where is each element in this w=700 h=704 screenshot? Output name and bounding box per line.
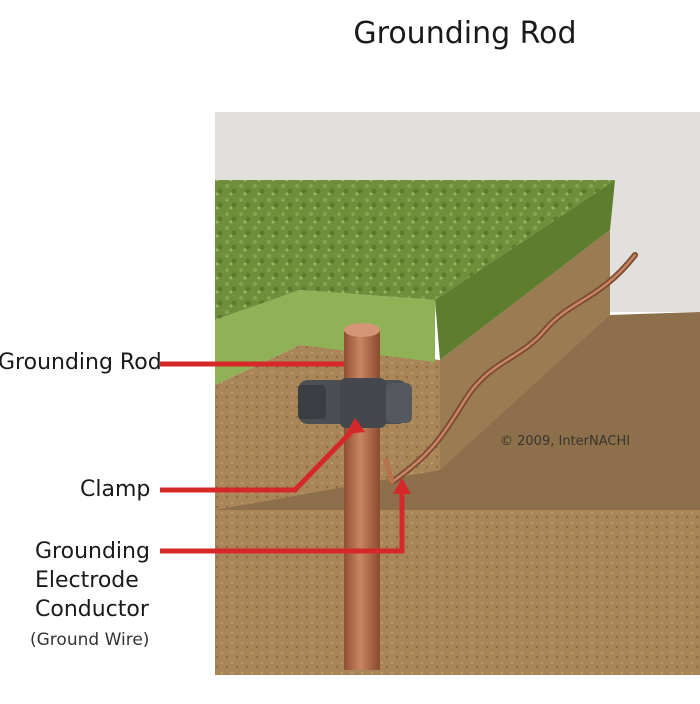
label-conductor-line1: Grounding [35,539,150,564]
label-conductor-note: (Ground Wire) [30,630,150,650]
grass-top [215,180,615,320]
label-clamp: Clamp [80,477,151,502]
leader-clamp [160,426,357,493]
grass-front [215,290,435,385]
lower-soil [215,510,700,675]
copyright-watermark: © 2009, InterNACHI [500,434,631,449]
label-grounding-rod: Grounding Rod [0,350,162,375]
rod-top [344,323,380,337]
grass-side [435,180,615,360]
label-conductor-line2: Electrode [35,568,139,593]
diagram-title: Grounding Rod [353,16,577,51]
leader-lines [160,361,411,554]
label-conductor-line3: Conductor [35,597,149,622]
soil-surface [215,312,700,520]
leader-conductor [160,488,405,554]
